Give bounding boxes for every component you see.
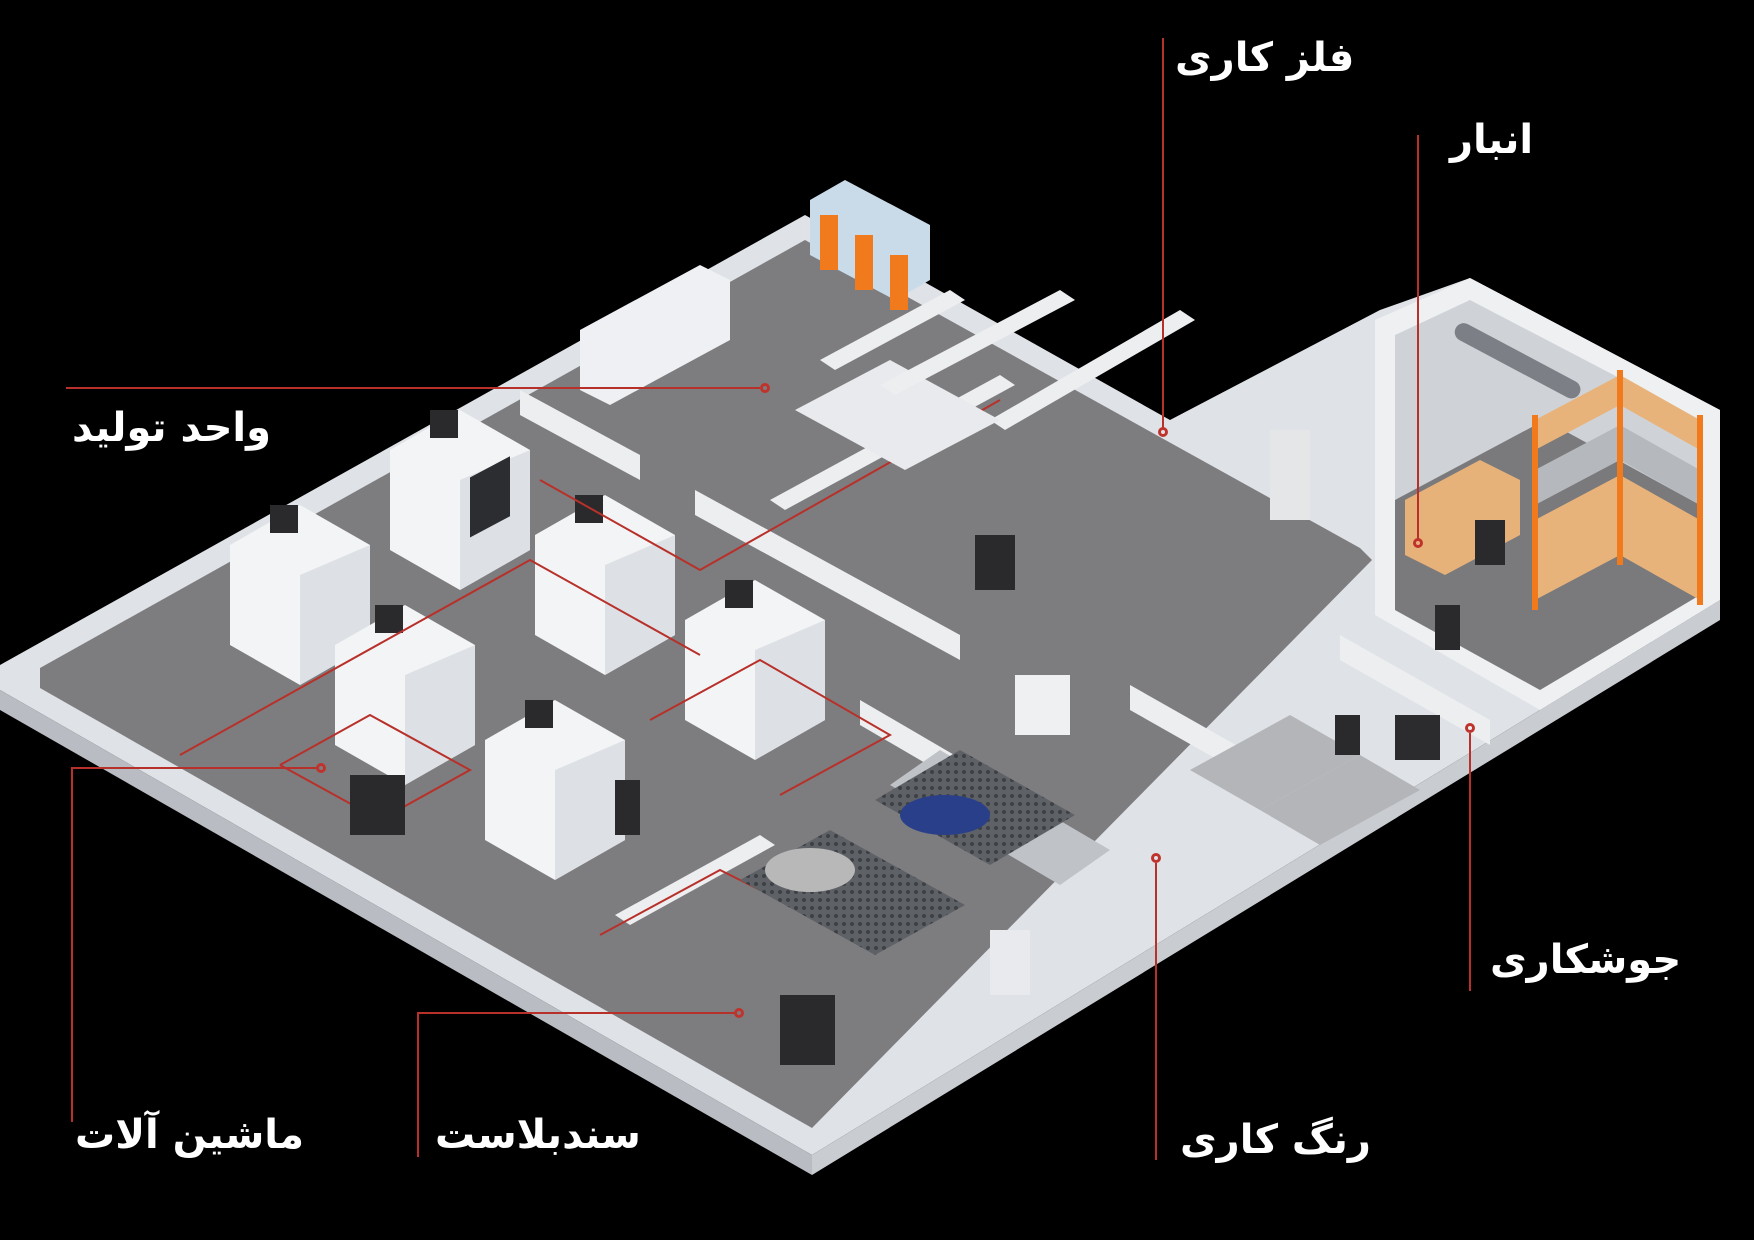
pin-machinery[interactable]	[316, 763, 326, 773]
label-welding[interactable]: جوشکاری	[1490, 937, 1682, 983]
pin-warehouse[interactable]	[1413, 538, 1423, 548]
callout-line-sandblast-h	[417, 1012, 735, 1014]
pin-metalwork[interactable]	[1158, 427, 1168, 437]
label-sandblast[interactable]: سندبلاست	[435, 1112, 641, 1158]
label-machinery[interactable]: ماشین آلات	[75, 1112, 305, 1158]
metalwork-equipment	[580, 180, 1310, 520]
sandblast-equipment	[780, 930, 1030, 1065]
pin-welding[interactable]	[1465, 723, 1475, 733]
pin-production[interactable]	[760, 383, 770, 393]
callout-line-painting	[1155, 863, 1157, 1160]
callout-line-machinery-h	[71, 767, 317, 769]
label-painting[interactable]: رنگ کاری	[1180, 1117, 1371, 1163]
vacuum-units	[350, 520, 1505, 835]
label-metalwork[interactable]: فلز کاری	[1175, 35, 1355, 81]
callout-line-metalwork	[1162, 38, 1164, 428]
pin-painting[interactable]	[1151, 853, 1161, 863]
callout-line-machinery-v	[71, 767, 73, 1122]
callout-line-sandblast-v	[417, 1012, 419, 1157]
welding-equipment	[1015, 675, 1440, 845]
paint-booth	[740, 750, 1075, 955]
callout-line-welding	[1469, 733, 1471, 991]
callout-line-warehouse	[1417, 135, 1419, 539]
pin-sandblast[interactable]	[734, 1008, 744, 1018]
label-warehouse[interactable]: انبار	[1450, 117, 1534, 163]
label-production[interactable]: واحد تولید	[72, 405, 271, 451]
warehouse-room	[1375, 278, 1720, 710]
callout-line-production	[66, 387, 760, 389]
